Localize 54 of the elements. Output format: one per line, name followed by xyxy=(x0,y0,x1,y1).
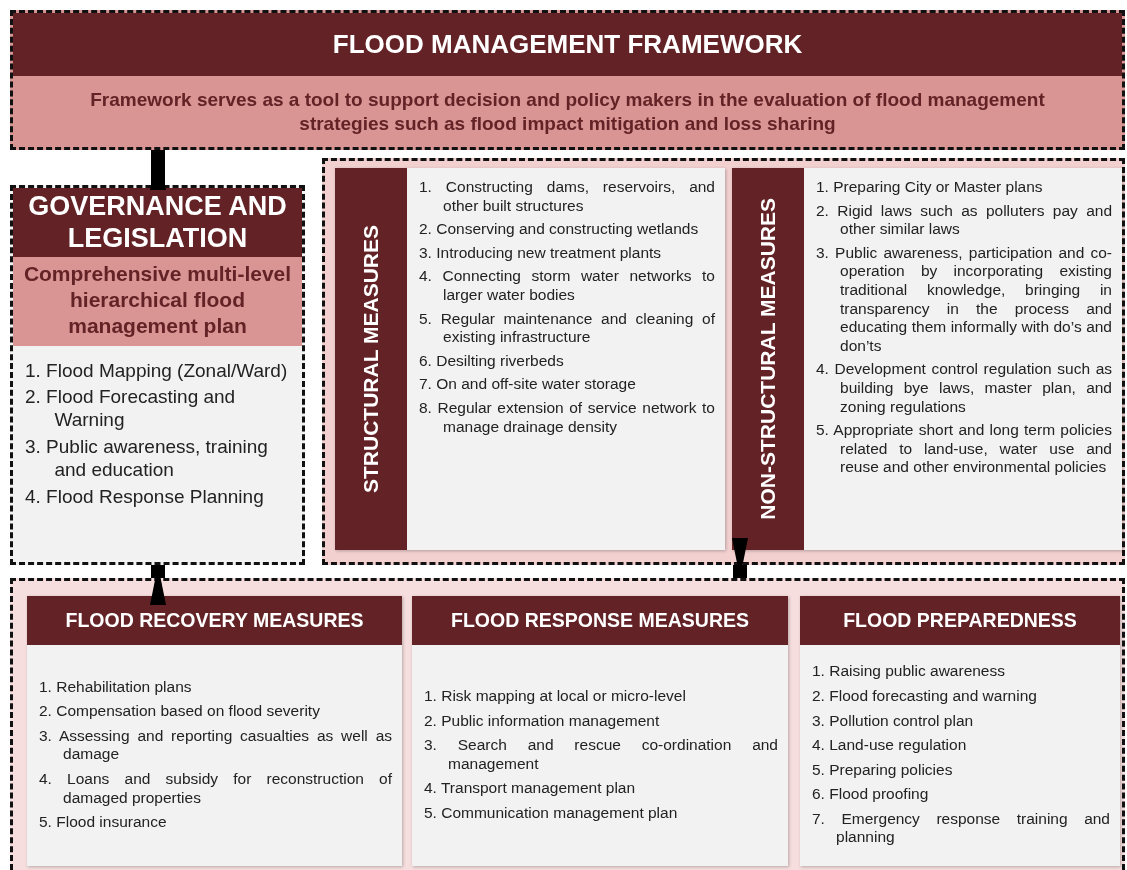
list-item: 2. Public information management xyxy=(424,711,661,731)
list-item: 7. On and off-site water storage xyxy=(419,375,637,394)
panel-heading: FLOOD RECOVERY MEASURES xyxy=(27,596,402,646)
list-item: 5. Regular maintenance and cleaning of existing infrastructure xyxy=(419,309,715,347)
arrow xyxy=(150,565,166,605)
governance-panel xyxy=(10,185,305,565)
measures-panel xyxy=(27,596,402,866)
list-item: 4. Connecting storm water networks to larger water bodies xyxy=(419,267,715,305)
list-item: 1. Rehabilitation plans xyxy=(39,677,193,697)
panel-heading: STRUCTURAL MEASURES xyxy=(359,225,383,493)
group-frame xyxy=(10,578,1125,870)
list-item: 1. Constructing dams, reservoirs, and other built structures xyxy=(419,178,715,216)
list-item: 4. Land-use regulation xyxy=(812,736,968,755)
list-item: 5. Communication management plan xyxy=(424,803,679,823)
list-item: 3. Public awareness, training and education xyxy=(25,435,269,482)
list-item: 2. Compensation based on flood severity xyxy=(39,702,321,721)
list-item: 3. Search and rescue co-ordination and management xyxy=(424,736,778,774)
arrow xyxy=(732,538,748,578)
framework-panel xyxy=(10,10,1125,150)
panel-heading: FLOOD RESPONSE MEASURES xyxy=(412,596,788,646)
list-item: 2. Flood Forecasting and Warning xyxy=(25,386,237,432)
list-item: 6. Flood proofing xyxy=(812,785,930,804)
list-item: 7. Emergency response training and planning xyxy=(812,809,1110,848)
list-item: 8. Regular extension of service network to manage drainage density xyxy=(419,398,715,437)
list-item: 5. Preparing policies xyxy=(812,760,954,780)
list-item: 4. Loans and subsidy for reconstruction of damaged properties xyxy=(39,770,392,808)
panel-heading: NON-STRUCTURAL MEASURES xyxy=(756,198,780,520)
group-frame xyxy=(322,158,1125,565)
list-item: 4. Development control regulation such as building bye laws, master plan, and zoning regulations xyxy=(816,360,1112,417)
measures-panel xyxy=(335,168,725,550)
measures-panel xyxy=(732,168,1122,550)
panel-heading: FLOOD PREPAREDNESS xyxy=(800,596,1120,646)
list-item: 5. Flood insurance xyxy=(39,813,168,832)
list-item: 6. Desilting riverbeds xyxy=(419,351,565,371)
list-item: 1. Risk mapping at local or micro-level xyxy=(424,686,687,706)
measures-panel xyxy=(800,596,1120,866)
list-item: 3. Introducing new treatment plants xyxy=(419,243,663,263)
list-item: 5. Appropriate short and long term policies related to land-use, water use and reuse and other environmental policies xyxy=(816,421,1112,477)
panel-subheading: Comprehensive multi-level hierarchical flood management plan xyxy=(13,256,302,346)
measures-panel xyxy=(412,596,788,866)
list-item: 1. Flood Mapping (Zonal/Ward) xyxy=(25,359,289,383)
list-item: 1. Preparing City or Master plans xyxy=(816,178,1044,197)
list-item: 3. Assessing and reporting casualties as well as damage xyxy=(39,726,392,764)
list-item: 2. Flood forecasting and warning xyxy=(812,686,1038,706)
list-item: 3. Pollution control plan xyxy=(812,711,975,731)
list-item: 2. Rigid laws such as polluters pay and other similar laws xyxy=(816,201,1112,239)
list-item: 2. Conserving and constructing wetlands xyxy=(419,220,700,239)
list-item: 4. Transport management plan xyxy=(424,779,637,798)
list-item: 3. Public awareness, participation and co-operation by incorporating existing traditional knowledge, bringing in transparency in the process and educating them informally with do’s and don’ts xyxy=(816,243,1112,356)
arrow xyxy=(150,150,166,190)
panel-heading: FLOOD MANAGEMENT FRAMEWORK xyxy=(13,13,1122,77)
list-item: 4. Flood Response Planning xyxy=(25,485,265,509)
panel-heading: GOVERNANCE AND LEGISLATION xyxy=(13,188,302,257)
list-item: 1. Raising public awareness xyxy=(812,662,1006,681)
